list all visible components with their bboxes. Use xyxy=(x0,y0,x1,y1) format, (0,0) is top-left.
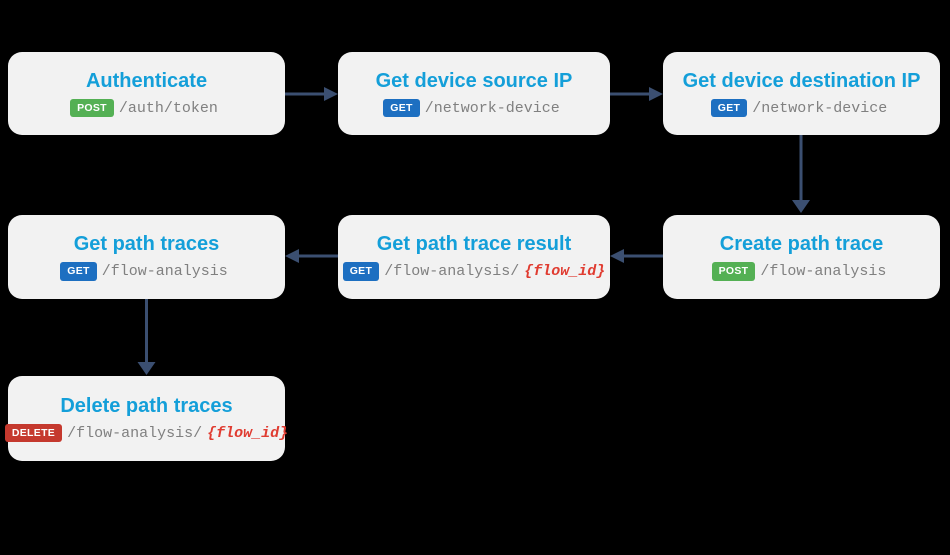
node-create-path-trace: Create path trace POST /flow-analysis xyxy=(663,215,940,299)
method-badge: GET xyxy=(710,98,748,118)
endpoint-path: /flow-analysis/ xyxy=(384,263,520,280)
method-badge: DELETE xyxy=(4,423,63,443)
method-badge: GET xyxy=(60,262,97,281)
method-badge: POST xyxy=(70,98,114,118)
node-title: Get device source IP xyxy=(375,69,573,92)
arrow-destination-to-create-icon xyxy=(792,133,810,213)
arrow-source-to-destination-icon xyxy=(610,87,663,101)
endpoint: GET /flow-analysis xyxy=(60,262,233,281)
node-delete-path-traces: Delete path traces DELETE /flow-analysis… xyxy=(4,376,289,461)
node-get-device-source-ip: Get device source IP GET /network-device xyxy=(338,52,610,135)
endpoint: GET /network-device xyxy=(383,98,565,118)
node-title: Create path trace xyxy=(719,233,884,256)
node-title: Delete path traces xyxy=(60,394,233,417)
method-badge: GET xyxy=(383,98,420,118)
node-title: Get path trace result xyxy=(376,233,572,256)
endpoint-path: /flow-analysis/ xyxy=(67,424,203,442)
method-badge: POST xyxy=(711,262,756,281)
endpoint: GET /network-device xyxy=(710,98,893,118)
method-badge: GET xyxy=(342,262,380,281)
endpoint-param: {flow_id} xyxy=(524,263,606,280)
node-get-path-traces: Get path traces GET /flow-analysis xyxy=(8,215,285,299)
endpoint: POST /auth/token xyxy=(70,98,223,118)
node-get-device-destination-ip: Get device destination IP GET /network-d… xyxy=(663,52,940,135)
endpoint-path: /flow-analysis xyxy=(760,263,887,280)
arrow-authenticate-to-source-icon xyxy=(285,87,338,101)
endpoint-path: /network-device xyxy=(752,99,888,117)
node-get-path-trace-result: Get path trace result GET /flow-analysis… xyxy=(338,215,610,299)
node-title: Authenticate xyxy=(85,69,208,92)
endpoint-path: /auth/token xyxy=(118,99,218,117)
node-title: Get path traces xyxy=(73,233,220,256)
endpoint: POST /flow-analysis xyxy=(711,262,892,281)
endpoint-path: /flow-analysis xyxy=(101,263,228,280)
endpoint: GET /flow-analysis/{flow_id} xyxy=(342,262,606,281)
arrow-create-to-result-icon xyxy=(610,249,663,263)
endpoint-param: {flow_id} xyxy=(207,424,289,442)
arrow-result-to-traces-icon xyxy=(285,249,338,263)
endpoint: DELETE /flow-analysis/{flow_id} xyxy=(4,423,289,443)
node-title: Get device destination IP xyxy=(682,69,921,92)
node-authenticate: Authenticate POST /auth/token xyxy=(8,52,285,135)
endpoint-path: /network-device xyxy=(424,99,560,117)
arrow-traces-to-delete-icon xyxy=(137,299,156,375)
